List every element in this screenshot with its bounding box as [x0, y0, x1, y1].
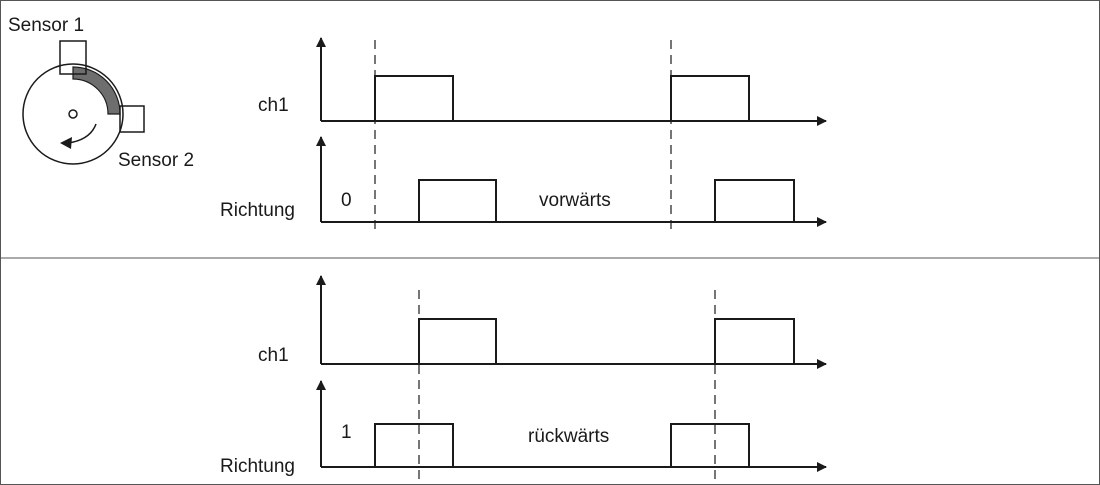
magnet-arc-outline — [72, 66, 121, 115]
rotor-disc — [22, 63, 124, 165]
forward-ch1-pulse-2 — [670, 75, 750, 121]
forward-direction-label: Richtung — [220, 200, 295, 221]
forward-direction-pulse-1 — [418, 179, 497, 222]
forward-direction-text: vorwärts — [539, 190, 611, 211]
forward-ch1-pulse-1 — [374, 75, 454, 121]
backward-direction-text: rückwärts — [528, 426, 609, 447]
backward-direction-trace: Richtung 1 rückwärts — [220, 380, 827, 477]
backward-direction-pulse-1 — [374, 423, 454, 467]
backward-direction-label: Richtung — [220, 456, 295, 477]
backward-ch1-pulse-2 — [714, 318, 795, 364]
sensor-1-box — [59, 40, 87, 75]
forward-direction-trace: Richtung 0 vorwärts — [220, 136, 827, 227]
sensor-2-label: Sensor 2 — [118, 150, 194, 171]
rotation-arrow-head — [60, 137, 72, 149]
forward-direction-pulse-2 — [714, 179, 795, 222]
backward-ch1-label: ch1 — [258, 345, 289, 366]
sensor-2-box — [119, 105, 145, 133]
rotor-center — [68, 109, 78, 119]
rotation-arrow — [67, 123, 97, 144]
backward-ch1-trace: ch1 — [258, 275, 827, 369]
backward-ch1-pulse-1 — [418, 318, 497, 364]
forward-ch1-label: ch1 — [258, 95, 289, 116]
forward-direction-value: 0 — [341, 190, 352, 211]
backward-direction-value: 1 — [341, 422, 352, 443]
backward-direction-pulse-2 — [670, 423, 750, 467]
forward-ch1-trace: ch1 — [258, 37, 827, 126]
sensor-illustration: Sensor 1 Sensor 2 — [8, 15, 194, 171]
sensor-1-label: Sensor 1 — [8, 15, 84, 36]
